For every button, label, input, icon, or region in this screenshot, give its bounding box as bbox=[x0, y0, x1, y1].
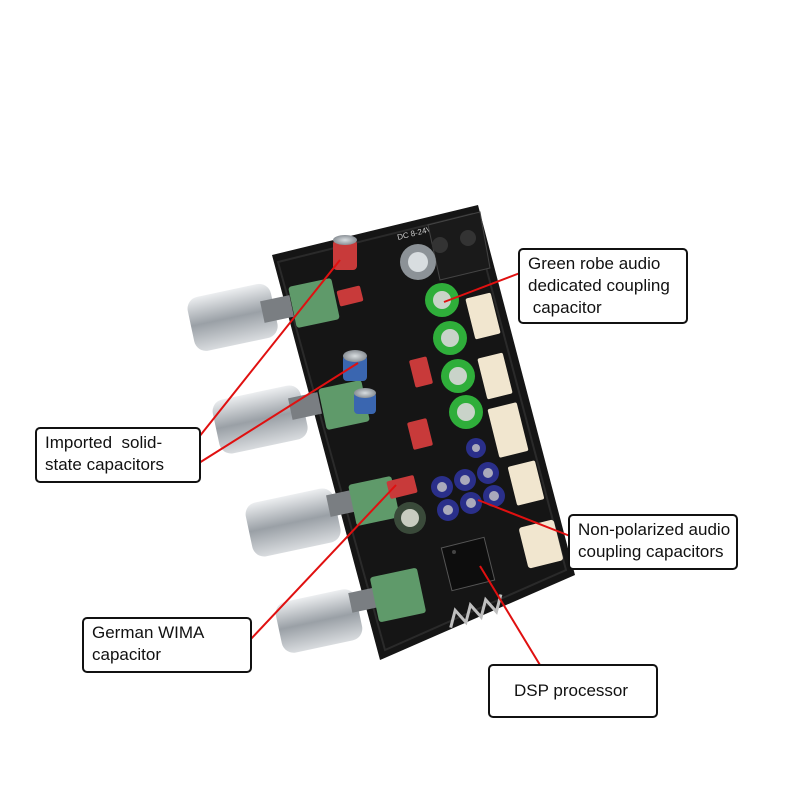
electrolytic-capacitor-icon bbox=[425, 283, 483, 429]
callout-line: coupling capacitors bbox=[578, 542, 724, 561]
callout-line: DSP processor bbox=[514, 681, 629, 700]
callout-dsp-processor: DSP processor bbox=[488, 664, 658, 718]
electrolytic-capacitor-icon bbox=[343, 350, 376, 414]
leader-line-solid-state-2 bbox=[198, 362, 359, 464]
callout-line: Non-polarized audio bbox=[578, 520, 731, 539]
callout-line: Imported solid- bbox=[45, 433, 163, 452]
callout-line: German WIMA bbox=[92, 623, 205, 642]
dsp-chip-icon bbox=[440, 536, 496, 592]
callout-line: Green robe audio bbox=[528, 254, 661, 273]
electrolytic-capacitor-icon bbox=[431, 438, 505, 521]
bluetooth-antenna-icon bbox=[449, 594, 503, 628]
callout-line: dedicated coupling bbox=[528, 276, 670, 295]
callout-line: capacitor bbox=[528, 298, 602, 317]
callout-green-robe-capacitor: Green robe audio dedicated coupling capa… bbox=[518, 248, 688, 324]
knob-icon bbox=[187, 283, 294, 351]
leader-line-wima bbox=[249, 484, 397, 641]
electrolytic-capacitor-icon bbox=[394, 502, 426, 534]
knob-icon bbox=[245, 488, 360, 557]
film-capacitor-icon bbox=[336, 285, 433, 499]
leader-line-green-robe bbox=[443, 272, 521, 303]
callout-line: capacitor bbox=[92, 645, 161, 664]
callout-wima-capacitor: German WIMA capacitor bbox=[82, 617, 252, 673]
callout-line: state capacitors bbox=[45, 455, 165, 474]
leader-line-dsp bbox=[479, 565, 541, 666]
film-capacitor-icon bbox=[288, 278, 426, 622]
knob-icon bbox=[275, 587, 380, 653]
knob-icon bbox=[212, 385, 322, 454]
leader-lines bbox=[198, 259, 571, 666]
callout-solid-state-capacitors: Imported solid- state capacitors bbox=[35, 427, 201, 483]
leader-line-solid-state-1 bbox=[198, 259, 341, 438]
electrolytic-capacitor-icon bbox=[400, 244, 436, 280]
leader-line-non-polarized bbox=[477, 499, 571, 537]
dc-terminal-icon bbox=[427, 211, 491, 281]
callout-non-polarized-capacitors: Non-polarized audio coupling capacitors bbox=[568, 514, 738, 570]
connector-icon bbox=[465, 292, 563, 569]
